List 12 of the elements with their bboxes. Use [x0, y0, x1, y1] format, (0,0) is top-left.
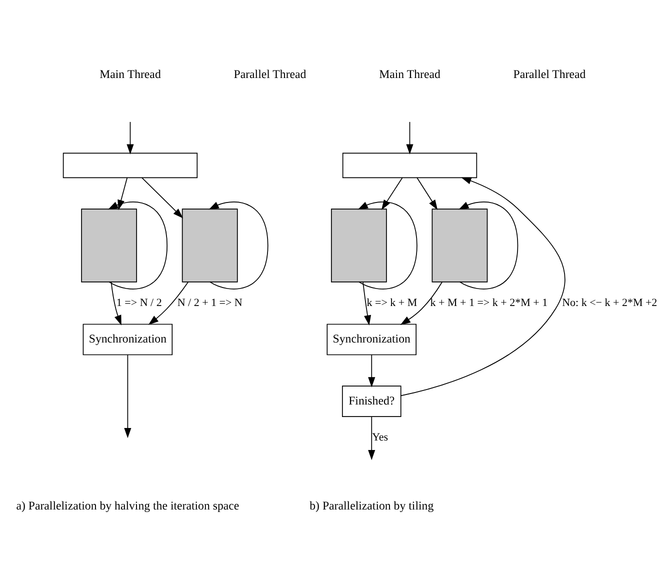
edge-label: k => k + M [366, 296, 418, 308]
edge-label: Yes [372, 431, 388, 444]
label: b) Parallelization by tiling [310, 498, 434, 512]
label: Main Thread [379, 66, 440, 80]
edge-label: k + M + 1 => k + 2*M + 1 [430, 296, 548, 308]
edge-label: 1 => N / 2 [116, 296, 162, 308]
label: a) Parallelization by halving the iteration space [16, 498, 240, 512]
label: Parallel Thread [234, 66, 306, 80]
label: Parallel Thread [513, 66, 586, 80]
edge-label: N / 2 + 1 => N [177, 296, 242, 308]
edge-label: No: k <− k + 2*M +2 [562, 296, 658, 308]
label: Main Thread [100, 66, 161, 80]
